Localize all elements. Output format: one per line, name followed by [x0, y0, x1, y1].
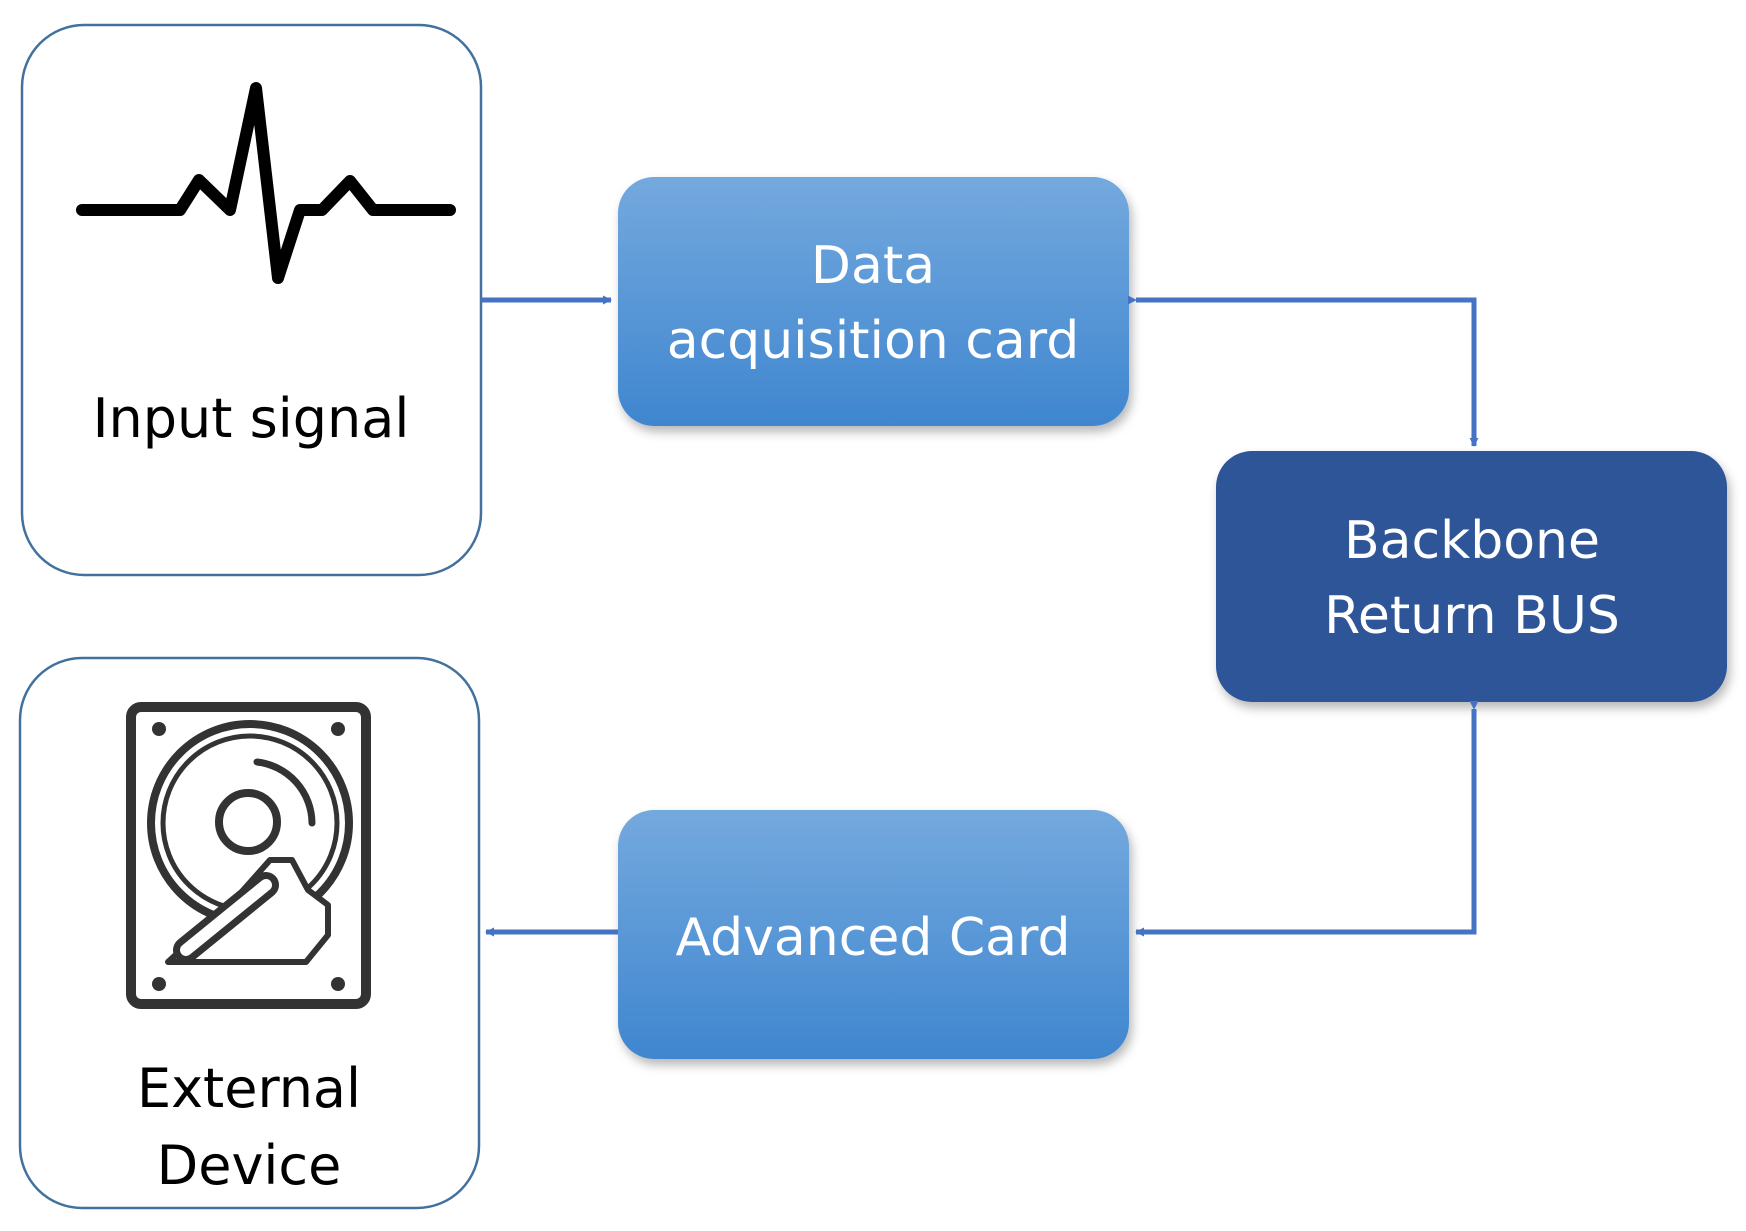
advanced-card-label: Advanced Card: [675, 908, 1070, 968]
input-signal-label: Input signal: [93, 387, 410, 450]
data-acquisition-label-line2: acquisition card: [667, 311, 1079, 371]
backbone-label-line2: Return BUS: [1324, 586, 1620, 646]
external-device-label-line2: Device: [157, 1134, 342, 1197]
connector-acquisition-backbone: [1127, 295, 1479, 447]
advanced-card-box: Advanced Card: [618, 810, 1129, 1059]
connectors: [481, 295, 1479, 937]
input-signal-panel: Input signal: [20, 23, 483, 577]
backbone-return-bus-shape: [1216, 451, 1727, 702]
data-acquisition-label-line1: Data: [811, 236, 935, 296]
backbone-label-line1: Backbone: [1344, 511, 1600, 571]
data-acquisition-card-shape: [618, 177, 1129, 426]
connector-backbone-advanced: [1135, 700, 1479, 937]
hard-drive-icon: [126, 702, 371, 1009]
external-device-panel: External Device: [18, 656, 481, 1210]
data-acquisition-card-box: Data acquisition card: [618, 177, 1129, 426]
backbone-return-bus-box: Backbone Return BUS: [1216, 451, 1727, 702]
external-device-label-line1: External: [137, 1057, 361, 1120]
advanced-card-shape: [618, 810, 1129, 1059]
heartbeat-icon: [76, 82, 456, 284]
